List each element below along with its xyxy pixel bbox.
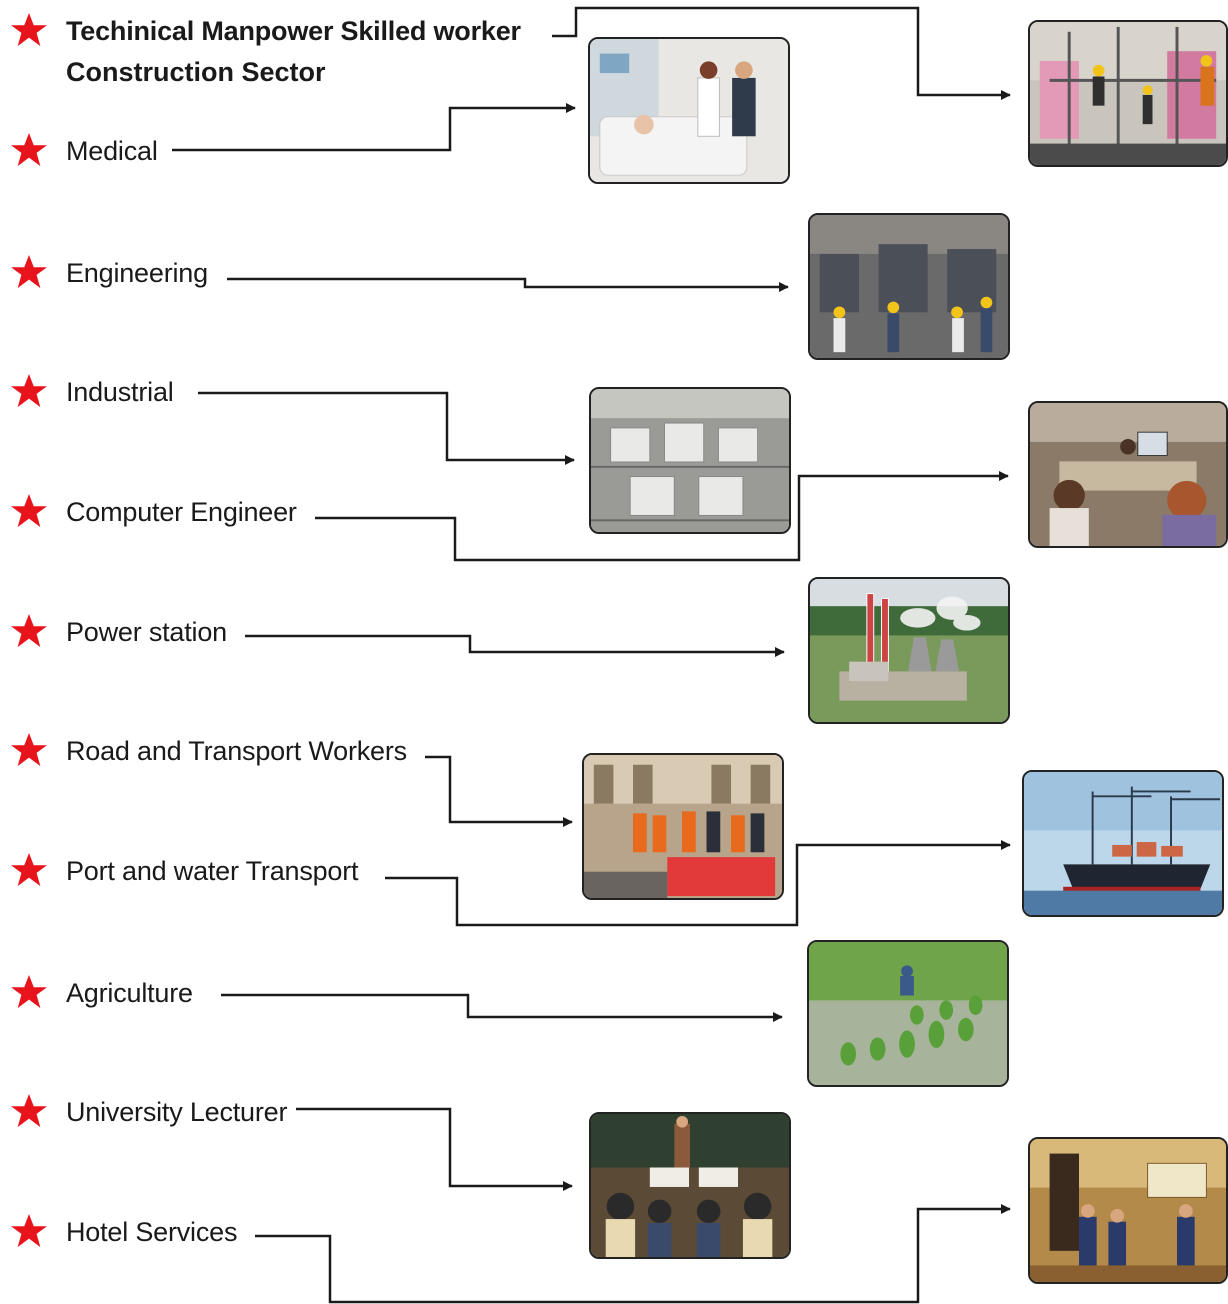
item-label: Techinical Manpower Skilled worker [66, 16, 521, 46]
star-icon [11, 373, 47, 408]
connector-hotel [255, 1204, 1011, 1304]
industrial-plant-photo [589, 387, 791, 534]
medical-hospital-photo [588, 37, 790, 184]
computer-lab-photo [1028, 401, 1228, 548]
item-label: Computer Engineer [66, 497, 297, 527]
star-icon [11, 12, 47, 47]
star-icon [11, 613, 47, 648]
rice-field-photo [807, 940, 1009, 1087]
star-icon [11, 852, 47, 887]
star-icon [11, 132, 47, 167]
hotel-lobby-photo [1028, 1137, 1228, 1284]
port-ship-photo [1022, 770, 1224, 917]
road-workers-photo [582, 753, 784, 900]
connector-engineering [227, 277, 789, 292]
item-label: Hotel Services [66, 1217, 238, 1247]
item-label: Port and water Transport [66, 856, 359, 886]
star-icon [11, 254, 47, 289]
connector-agriculture [221, 993, 783, 1022]
connector-medical [172, 103, 576, 152]
connector-power-station [245, 634, 785, 657]
construction-workers-photo [1028, 20, 1228, 167]
item-label: Agriculture [66, 978, 193, 1008]
item-label: Power station [66, 617, 227, 647]
connector-computer-engineer [315, 471, 1009, 562]
item-label: University Lecturer [66, 1097, 288, 1127]
power-station-photo [808, 577, 1010, 724]
star-icon [11, 493, 47, 528]
item-label: Industrial [66, 377, 174, 407]
star-icon [11, 1093, 47, 1128]
connector-road-transport [425, 755, 573, 827]
star-icon [11, 1213, 47, 1248]
connector-university [296, 1107, 573, 1191]
lecture-hall-photo [589, 1112, 791, 1259]
item-label: Medical [66, 136, 158, 166]
item-label: Engineering [66, 258, 208, 288]
star-icon [11, 732, 47, 767]
connector-construction [552, 6, 1011, 100]
engineering-factory-photo [808, 213, 1010, 360]
connector-port-transport [385, 840, 1011, 927]
item-label-line2: Construction Sector [66, 57, 326, 87]
star-icon [11, 974, 47, 1009]
item-label: Road and Transport Workers [66, 736, 407, 766]
connector-industrial [198, 391, 575, 465]
